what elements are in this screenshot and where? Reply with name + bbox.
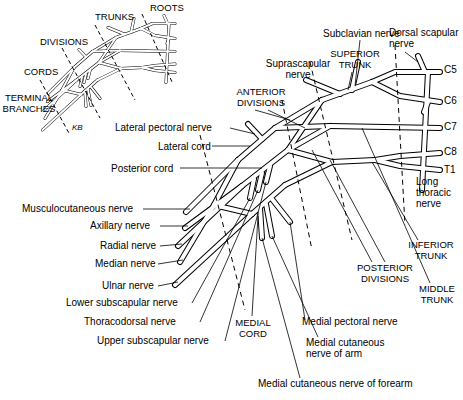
- nerve-label: Long thoracic nerve: [416, 176, 462, 210]
- nerve-label: Thoracodorsal nerve: [84, 316, 176, 327]
- section-heading: KB: [72, 124, 83, 133]
- nerve-label: Subclavian nerve: [323, 28, 400, 39]
- section-heading: CORDS: [24, 67, 58, 78]
- section-heading: ROOTS: [150, 3, 184, 14]
- nerve-label: C8: [444, 146, 457, 157]
- brachial-plexus: [175, 56, 440, 285]
- section-heading: TERMINAL BRANCHES: [0, 93, 58, 114]
- nerve-label: Dorsal scapular nerve: [389, 27, 463, 49]
- overview-plexus: [43, 16, 176, 131]
- nerve-label: Medial pectoral nerve: [302, 316, 398, 327]
- section-heading: MIDDLE TRUNK: [412, 284, 462, 305]
- nerve-label: Axillary nerve: [90, 220, 150, 231]
- nerve-label: Lower subscapular nerve: [66, 297, 178, 308]
- nerve-label: Median nerve: [95, 258, 156, 269]
- nerve-label: C5: [444, 64, 457, 75]
- nerve-label: Upper subscapular nerve: [97, 335, 209, 346]
- section-heading: MEDIAL CORD: [228, 318, 278, 339]
- nerve-label: C7: [444, 121, 457, 132]
- section-heading: ANTERIOR DIVISIONS: [228, 87, 294, 108]
- nerve-label: Posterior cord: [111, 163, 173, 174]
- nerve-label: Suprascapular nerve: [262, 58, 334, 80]
- nerve-label: Radial nerve: [100, 240, 156, 251]
- section-heading: DIVISIONS: [40, 37, 88, 48]
- zone-divider: [40, 14, 172, 135]
- section-heading: POSTERIOR DIVISIONS: [350, 263, 420, 284]
- nerve-label: C6: [444, 95, 457, 106]
- nerve-label: T1: [444, 164, 456, 175]
- section-heading: INFERIOR TRUNK: [403, 240, 459, 261]
- nerve-label: Ulnar nerve: [102, 280, 154, 291]
- nerve-label: Lateral cord: [158, 141, 211, 152]
- leader-line: [143, 40, 430, 378]
- nerve-label: Musculocutaneous nerve: [22, 203, 133, 214]
- section-heading: SUPERIOR TRUNK: [328, 49, 382, 70]
- nerve-label: Lateral pectoral nerve: [115, 122, 212, 133]
- nerve-label: Medial cutaneous nerve of forearm: [258, 378, 413, 389]
- nerve-label: Medial cutaneous nerve of arm: [306, 337, 398, 359]
- section-heading: TRUNKS: [95, 12, 134, 23]
